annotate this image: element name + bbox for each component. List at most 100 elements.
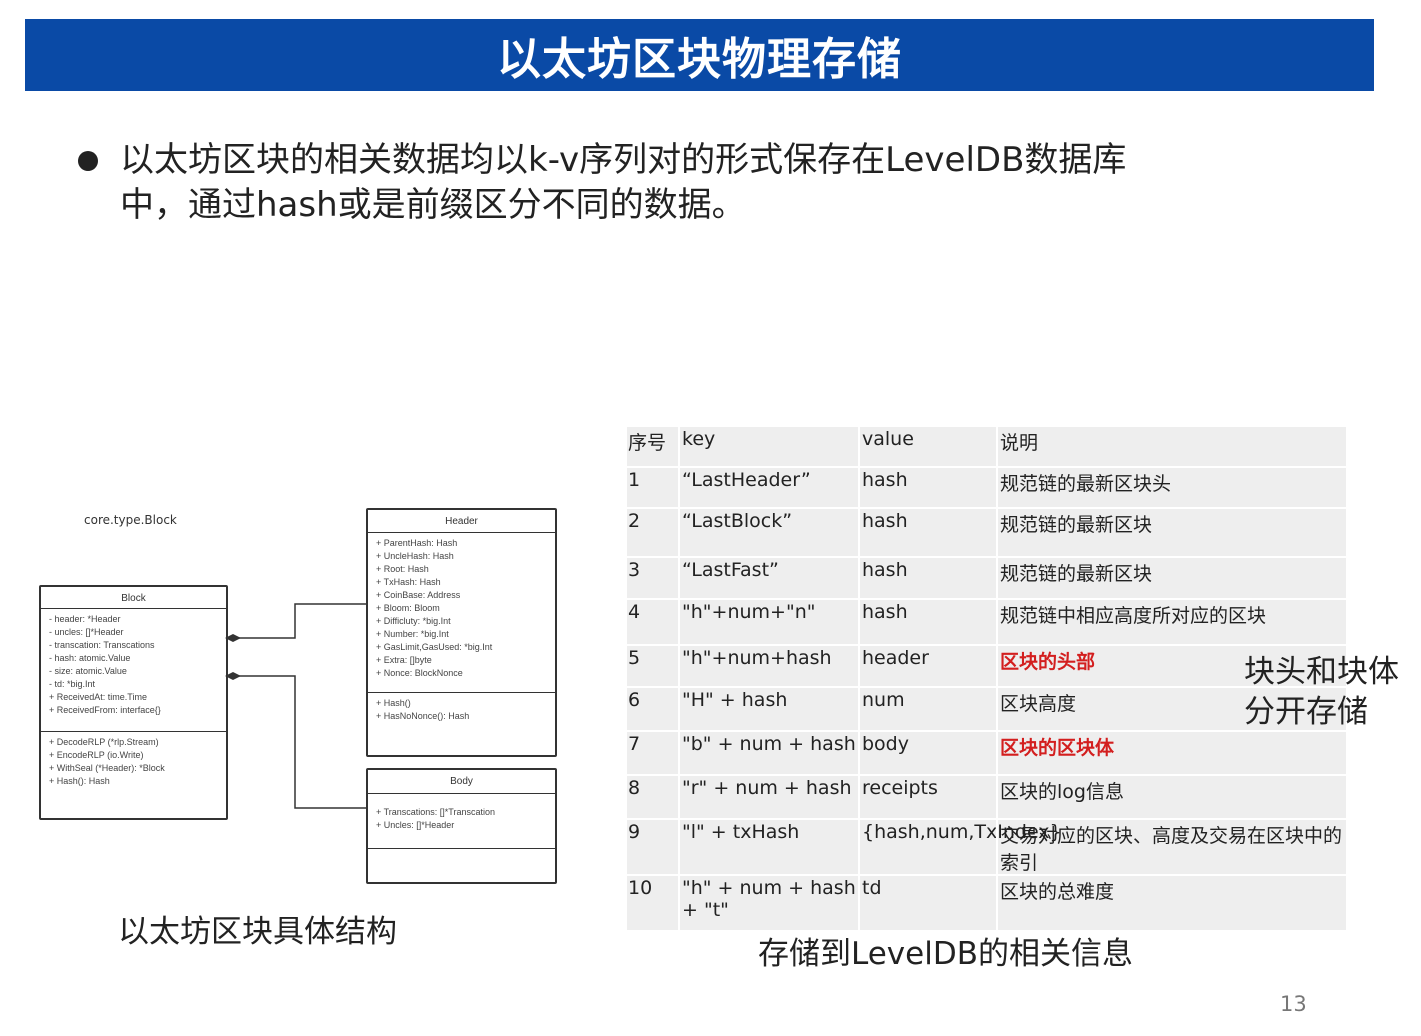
body-aggregation-diamond (225, 672, 241, 680)
key-cell: "H" + hash (678, 688, 858, 730)
key-cell: "b" + num + hash (678, 732, 858, 774)
block-field-item: + ReceivedAt: time.Time (49, 692, 147, 702)
key-cell: “LastBlock” (678, 509, 858, 556)
value-cell: body (858, 732, 996, 774)
right-caption: 存储到LevelDB的相关信息 (758, 936, 1133, 972)
description-cell: 区块的总难度 (996, 876, 1346, 930)
header-field-item: + CoinBase: Address (376, 590, 461, 600)
header-field-item: + Nonce: BlockNonce (376, 668, 463, 678)
body-class-box: Body + Transcations: []*Transcation + Unc… (366, 768, 557, 884)
header-cell-desc: 说明 (996, 427, 1346, 466)
block-body-association (227, 675, 366, 809)
block-method-item: + EncodeRLP (io.Write) (49, 750, 144, 760)
table-header-row: 序号 key value 说明 (627, 427, 1346, 468)
title-bar: 以太坊区块物理存储 (25, 19, 1374, 91)
value-cell: hash (858, 558, 996, 598)
key-cell: "h"+num+"n" (678, 600, 858, 644)
annotation-line-1: 块头和块体 (1244, 654, 1399, 690)
header-field-item: + Number: *big.Int (376, 629, 449, 639)
header-field-item: + Bloom: Bloom (376, 603, 440, 613)
row-number-cell: 8 (628, 777, 641, 799)
row-number-cell: 3 (628, 559, 641, 581)
row-number-cell: 6 (628, 689, 641, 711)
key-cell: "l" + txHash (678, 820, 858, 874)
row-number-cell: 4 (628, 601, 641, 623)
header-field-item: + Root: Hash (376, 564, 429, 574)
value-cell: hash (858, 468, 996, 507)
block-method-item: + WithSeal (*Header): *Block (49, 763, 165, 773)
left-caption: 以太坊区块具体结构 (118, 914, 397, 950)
block-field-item: - size: atomic.Value (49, 666, 127, 676)
value-cell: hash (858, 600, 996, 644)
key-cell: "h" + num + hash + "t" (678, 876, 858, 930)
key-cell: "h"+num+hash (678, 646, 858, 686)
block-class-name: Block (121, 593, 146, 604)
block-field-item: - uncles: []*Header (49, 627, 124, 637)
body-fields: + Transcations: []*Transcation + Uncles: … (368, 793, 555, 848)
value-cell: receipts (858, 776, 996, 818)
header-cell-value: value (858, 427, 996, 466)
annotation-line-2: 分开存储 (1244, 694, 1368, 730)
value-cell: {hash,num,TxIndex} (858, 820, 1062, 874)
description-cell: 交易对应的区块、高度及交易在区块中的索引 (996, 820, 1346, 874)
block-methods: + DecodeRLP (*rlp.Stream) + EncodeRLP (io… (41, 731, 226, 792)
storage-annotation: 块头和块体 分开存储 (1244, 652, 1399, 732)
key-cell: “LastHeader” (678, 468, 858, 507)
header-class-box: Header + ParentHash: Hash+ UncleHash: Ha… (366, 508, 557, 757)
header-methods: + Hash() + HasNoNonce(): Hash (368, 692, 555, 727)
header-method-item: + HasNoNonce(): Hash (376, 711, 470, 721)
header-cell-key: key (678, 427, 858, 466)
description-cell: 规范链的最新区块 (996, 509, 1346, 556)
header-field-item: + Extra: []byte (376, 655, 432, 665)
header-field-item: + TxHash: Hash (376, 577, 441, 587)
header-field-item: + UncleHash: Hash (376, 551, 454, 561)
body-field-item: + Transcations: []*Transcation (376, 807, 495, 817)
body-class-name: Body (450, 776, 473, 787)
row-number-cell: 5 (628, 647, 641, 669)
header-cell-no: 序号 (628, 432, 667, 454)
row-number-cell: 2 (628, 510, 641, 532)
page-number: 13 (1280, 992, 1307, 1016)
description-cell: 规范链中相应高度所对应的区块 (996, 600, 1346, 644)
value-cell: num (858, 688, 996, 730)
block-field-item: + ReceivedFrom: interface{} (49, 705, 161, 715)
row-number-cell: 7 (628, 733, 641, 755)
row-number-cell: 1 (628, 469, 641, 491)
value-cell: header (858, 646, 996, 686)
bullet-text: 以太坊区块的相关数据均以k-v序列对的形式保存在LevelDB数据库中，通过ha… (120, 140, 1127, 225)
header-method-item: + Hash() (376, 698, 411, 708)
description-cell: 规范链的最新区块头 (996, 468, 1346, 507)
uml-package-label: core.type.Block (84, 513, 177, 527)
value-cell: td (858, 876, 996, 930)
table-row: 9"l" + txHash{hash,num,TxIndex}交易对应的区块、高… (627, 820, 1346, 876)
block-class-box: Block - header: *Header - uncles: []*Head… (39, 585, 228, 820)
block-method-item: + Hash(): Hash (49, 776, 110, 786)
slide-title: 以太坊区块物理存储 (497, 34, 902, 85)
description-cell: 区块的区块体 (996, 732, 1346, 774)
bullet-icon (78, 151, 98, 171)
description-cell: 区块的log信息 (996, 776, 1346, 818)
header-field-item: + Difficluty: *big.Int (376, 616, 451, 626)
header-class-name: Header (445, 516, 478, 527)
block-field-item: - header: *Header (49, 614, 121, 624)
block-field-item: - transcation: Transcations (49, 640, 155, 650)
block-header-association (227, 603, 366, 639)
header-field-item: + GasLimit,GasUsed: *big.Int (376, 642, 493, 652)
block-method-item: + DecodeRLP (*rlp.Stream) (49, 737, 159, 747)
description-cell: 规范链的最新区块 (996, 558, 1346, 598)
body-field-item: + Uncles: []*Header (376, 820, 455, 830)
key-cell: “LastFast” (678, 558, 858, 598)
value-cell: hash (858, 509, 996, 556)
block-field-item: - hash: atomic.Value (49, 653, 131, 663)
block-field-item: - td: *big.Int (49, 679, 96, 689)
